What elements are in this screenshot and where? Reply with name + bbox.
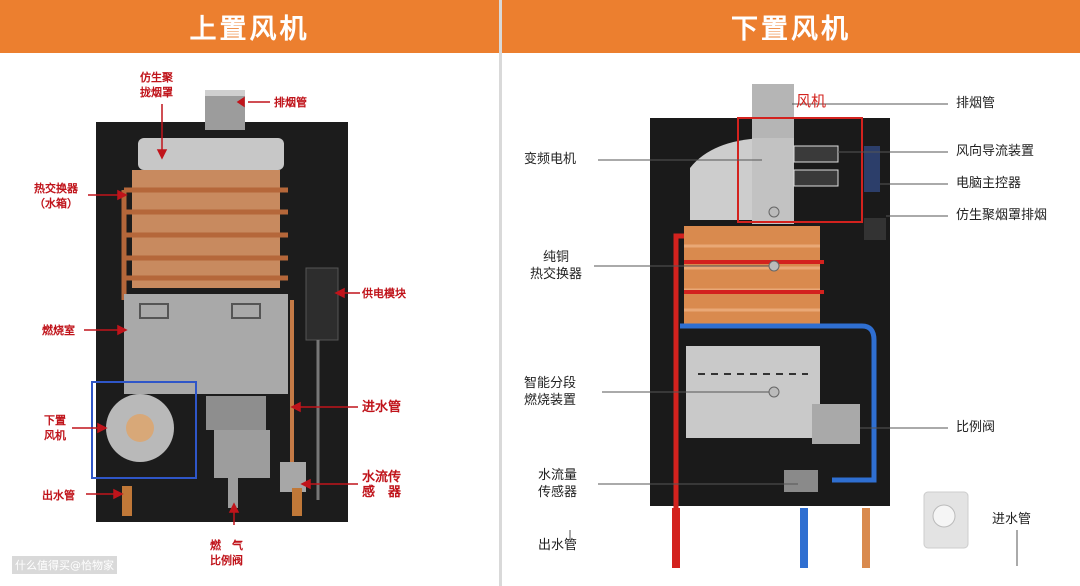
left-combustion-chamber (124, 294, 288, 394)
left-flow-sensor (280, 462, 306, 492)
right-label-inlet: 进水管 (992, 512, 1032, 527)
left-exhaust-pipe (205, 90, 245, 130)
right-panel-lower-fan: 下置风机 (502, 0, 1080, 586)
right-label-motor: 变频电机 (524, 152, 577, 167)
right-label-controller: 电脑主控器 (956, 176, 1022, 191)
watermark: 什么值得买@恰物家 (12, 556, 117, 574)
panel-divider (499, 0, 502, 586)
right-inlet-pipe-bottom (800, 508, 808, 568)
right-fan-highlight-box (737, 117, 863, 223)
left-label-heat-exchanger: 热交换器 （水箱） (34, 182, 78, 210)
right-flow-sensor (784, 470, 818, 492)
left-label-gas-valve: 燃 气 比例阀 (210, 539, 243, 567)
right-label-flow-sensor: 水流量 传感器 (538, 468, 578, 500)
right-outlet-pipe-bottom (672, 508, 680, 568)
right-label-fan-overlay: 风机 (796, 92, 827, 110)
right-label-valve: 比例阀 (956, 420, 996, 435)
right-label-hood: 仿生聚烟罩排烟 (956, 208, 1048, 223)
right-blue-pipe (680, 323, 877, 483)
left-label-exhaust: 排烟管 (274, 96, 307, 109)
left-label-hood: 仿生聚 拢烟罩 (140, 71, 173, 99)
right-copper-heat-exchanger (684, 226, 820, 328)
right-heater-illustration (569, 84, 1018, 568)
right-label-burner: 智能分段 燃烧装置 (524, 376, 577, 408)
left-label-combustion: 燃烧室 (42, 324, 75, 337)
left-outlet-pipe (122, 486, 132, 516)
left-label-flow-sensor: 水流传 感 器 (362, 470, 402, 500)
left-power-module (305, 267, 339, 341)
left-label-fan: 下置 风机 (44, 414, 66, 442)
left-label-power-module: 供电模块 (362, 287, 406, 300)
left-hood (138, 138, 284, 170)
left-label-inlet: 进水管 (362, 400, 402, 415)
right-label-copper-hx: 纯铜 热交换器 (530, 250, 583, 282)
left-gas-valve (214, 430, 270, 478)
right-red-pipe (673, 233, 684, 508)
left-heater-illustration (72, 90, 360, 525)
left-header: 上置风机 (0, 0, 499, 53)
right-proportional-valve (812, 404, 860, 444)
right-label-wind-guide: 风向导流装置 (956, 144, 1035, 159)
left-panel-upper-fan: 上置风机 (0, 0, 499, 586)
right-controller (864, 146, 880, 192)
left-fan-highlight-box (91, 381, 197, 479)
right-label-outlet: 出水管 (538, 538, 578, 553)
right-exhaust-pipe (752, 84, 794, 144)
right-hood-vent (864, 218, 886, 240)
right-header: 下置风机 (502, 0, 1080, 53)
left-label-outlet: 出水管 (42, 489, 75, 502)
right-label-exhaust: 排烟管 (956, 96, 996, 111)
